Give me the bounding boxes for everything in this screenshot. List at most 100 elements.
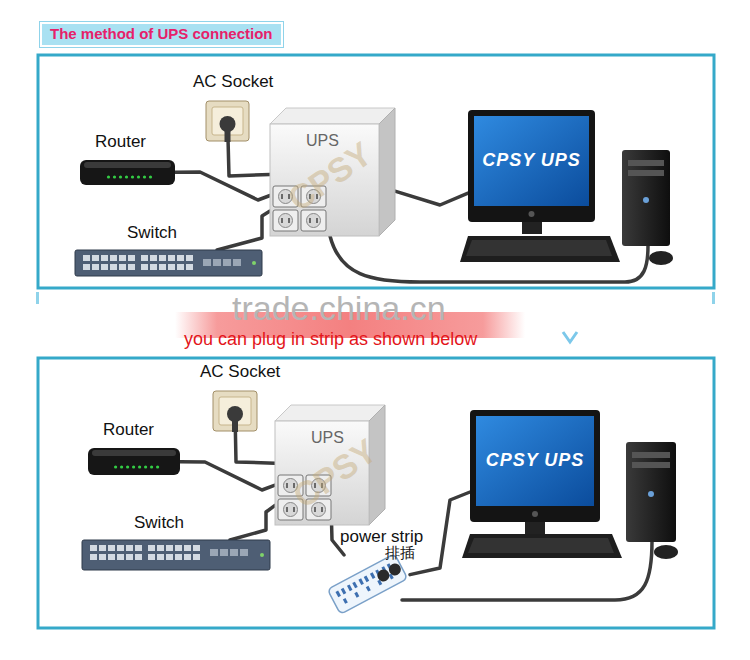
graphic-part bbox=[186, 264, 193, 270]
graphic-part bbox=[101, 255, 108, 261]
keyboard-keys bbox=[466, 240, 612, 256]
graphic-part bbox=[370, 572, 375, 579]
power-cable bbox=[230, 505, 275, 540]
graphic-part bbox=[358, 578, 363, 585]
graphic-part bbox=[148, 545, 155, 551]
graphic-part bbox=[335, 591, 340, 598]
graphic-part bbox=[157, 545, 164, 551]
graphic-part bbox=[135, 545, 142, 551]
graphic-part bbox=[347, 584, 352, 591]
graphic-part bbox=[177, 264, 184, 270]
graphic-part bbox=[293, 507, 295, 512]
graphic-part bbox=[99, 554, 106, 560]
monitor-screen: CPSY UPS bbox=[468, 110, 595, 222]
power-cable bbox=[395, 191, 468, 205]
graphic-part bbox=[135, 554, 142, 560]
graphic-part bbox=[223, 259, 231, 266]
graphic-part bbox=[99, 545, 106, 551]
graphic-part bbox=[117, 545, 124, 551]
monitor-screen: CPSY UPS bbox=[470, 410, 600, 522]
graphic-part bbox=[281, 218, 283, 223]
graphic-part bbox=[321, 507, 323, 512]
graphic-part bbox=[149, 175, 152, 178]
power-strip: power strip排插 bbox=[325, 555, 410, 613]
panel-frame bbox=[38, 358, 714, 628]
power-cable bbox=[217, 211, 270, 250]
monitor-stand bbox=[522, 222, 542, 234]
graphic-part bbox=[114, 465, 117, 468]
graphic-part bbox=[144, 465, 147, 468]
graphic-part bbox=[532, 511, 538, 517]
graphic-part bbox=[193, 545, 200, 551]
keyboard bbox=[462, 534, 622, 558]
graphic-part bbox=[364, 576, 369, 583]
graphic-part bbox=[213, 259, 221, 266]
graphic-part bbox=[166, 545, 173, 551]
graphic-part bbox=[132, 465, 135, 468]
power-button bbox=[643, 197, 649, 203]
graphic-part bbox=[75, 250, 262, 276]
graphic-part bbox=[354, 592, 359, 598]
device-label: UPS bbox=[306, 132, 339, 150]
graphic-part bbox=[150, 264, 157, 270]
graphic-part bbox=[270, 108, 395, 124]
graphic-part bbox=[80, 160, 175, 185]
graphic-part bbox=[88, 448, 180, 475]
graphic-part bbox=[126, 554, 133, 560]
graphic-part bbox=[288, 218, 290, 223]
graphic-part bbox=[168, 264, 175, 270]
graphic-part bbox=[270, 124, 379, 236]
graphic-part bbox=[260, 553, 264, 557]
ac-socket: AC Socket bbox=[212, 390, 258, 432]
device-graphic bbox=[212, 390, 258, 432]
graphic-part bbox=[476, 416, 594, 506]
note-text: you can plug in strip as shown below bbox=[184, 330, 477, 350]
graphic-part bbox=[273, 210, 298, 231]
graphic-part bbox=[230, 549, 238, 556]
device-label: power strip bbox=[340, 528, 423, 547]
power-cable bbox=[180, 462, 275, 490]
divider-mark bbox=[36, 292, 39, 304]
graphic-part bbox=[175, 554, 182, 560]
graphic-part bbox=[327, 554, 407, 614]
graphic-part bbox=[286, 507, 288, 512]
graphic-part bbox=[82, 540, 270, 570]
graphic-part bbox=[108, 545, 115, 551]
screen-text: CPSY UPS bbox=[474, 116, 589, 206]
graphic-part bbox=[166, 554, 173, 560]
graphic-part bbox=[90, 545, 97, 551]
graphic-part bbox=[327, 554, 407, 614]
graphic-part bbox=[101, 264, 108, 270]
graphic-part bbox=[92, 255, 99, 261]
graphic-part bbox=[131, 175, 134, 178]
divider-mark bbox=[712, 292, 715, 304]
drive-bay bbox=[628, 170, 664, 176]
ups-unit: UPSCPSY bbox=[270, 108, 395, 236]
power-cable bbox=[228, 142, 270, 176]
graphic-part bbox=[168, 255, 175, 261]
down-chevron bbox=[563, 332, 577, 342]
graphic-part bbox=[225, 124, 231, 142]
screen-text: CPSY UPS bbox=[476, 416, 594, 506]
graphic-part bbox=[379, 108, 395, 236]
keyboard bbox=[460, 236, 620, 262]
graphic-part bbox=[232, 414, 238, 432]
device-label: UPS bbox=[311, 429, 344, 447]
graphic-part bbox=[119, 255, 126, 261]
graphic-part bbox=[279, 214, 293, 228]
graphic-part bbox=[307, 214, 321, 228]
ac-socket: AC Socket bbox=[205, 100, 250, 142]
panel-frame bbox=[38, 55, 714, 288]
mouse bbox=[654, 545, 678, 559]
graphic-part bbox=[110, 264, 117, 270]
graphic-part bbox=[387, 561, 403, 577]
title-banner: The method of UPS connection bbox=[40, 22, 283, 47]
graphic-part bbox=[150, 255, 157, 261]
graphic-part bbox=[309, 218, 311, 223]
graphic-part bbox=[175, 545, 182, 551]
drive-bay bbox=[632, 462, 670, 468]
graphic-part bbox=[213, 391, 257, 431]
graphic-part bbox=[240, 549, 248, 556]
device-label: Router bbox=[95, 133, 146, 152]
mouse bbox=[649, 251, 673, 265]
